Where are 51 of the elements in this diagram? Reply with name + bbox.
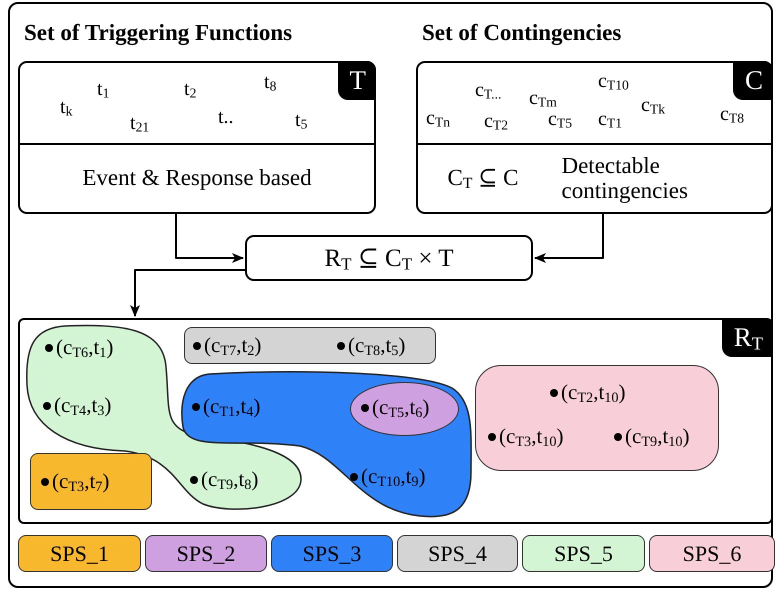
panel-text: Detectable contingencies: [561, 154, 689, 203]
pair-text: (c$_{T7}$,t$_{2}$): [204, 333, 262, 358]
connector-arrow: [130, 269, 245, 317]
set-element: c$_{T8}$: [720, 104, 744, 124]
legend-key: SPS_5: [522, 535, 645, 572]
set-element: c$_{T5}$: [548, 109, 572, 129]
connector-arrow: [534, 214, 604, 263]
set-element: t..: [218, 107, 234, 127]
pair-text: (c$_{T1}$,t$_{4}$): [203, 394, 260, 419]
panel-tab: T: [338, 61, 376, 100]
set-element: c$_{T10}$: [598, 71, 629, 91]
relation-box: [245, 235, 533, 281]
set-element: t$_{1}$: [97, 79, 110, 99]
set-element: t$_{k}$: [60, 97, 72, 117]
legend-key: SPS_3: [271, 535, 393, 572]
set-element: t$_{21}$: [130, 113, 150, 133]
set-element: c$_{Tm}$: [529, 88, 557, 108]
legend-key: SPS_6: [649, 535, 775, 572]
pair-text: (c$_{T2}$,t$_{10}$): [561, 380, 626, 405]
pair-text: (c$_{T9}$,t$_{8}$): [201, 467, 258, 492]
connector-arrow: [175, 214, 244, 263]
set-element: c$_{T...}$: [475, 80, 502, 100]
pair-text: (c$_{T9}$,t$_{10}$): [625, 424, 690, 449]
pair-text: (c$_{T4}$,t$_{3}$): [54, 393, 112, 418]
pair-text: (c$_{T5}$,t$_{6}$): [372, 395, 430, 420]
relation-text: R$_{T}$ ⊆ C$_{T}$ × T: [324, 244, 454, 273]
panel-tab: C: [732, 61, 773, 100]
relation-panel: [18, 318, 773, 524]
pair-text: (c$_{T3}$,t$_{10}$): [499, 424, 564, 449]
panel-tab: R$_{T}$: [722, 318, 773, 358]
set-element: c$_{T1}$: [598, 109, 622, 129]
set-element: c$_{Tn}$: [426, 108, 450, 128]
set-element: t$_{8}$: [264, 72, 276, 92]
panel-heading: Set of Contingencies: [422, 20, 622, 46]
set-element: t$_{5}$: [295, 110, 308, 130]
group-region: [30, 453, 152, 510]
set-element: c$_{T2}$: [484, 111, 508, 131]
pair-text: (c$_{T3}$,t$_{7}$): [52, 469, 110, 494]
set-element: t$_{2}$: [184, 79, 196, 99]
legend-key: SPS_2: [145, 535, 267, 572]
pair-text: (c$_{T10}$,t$_{9}$): [361, 464, 426, 489]
panel-text: Event & Response based: [82, 166, 312, 191]
group-region: [184, 327, 436, 364]
pair-text: (c$_{T6}$,t$_{1}$): [56, 335, 114, 360]
pair-text: (c$_{T8}$,t$_{5}$): [348, 333, 406, 358]
legend-key: SPS_4: [397, 535, 518, 572]
group-region: [475, 365, 719, 471]
panel-text: C$_{T}$ ⊆ C: [447, 166, 518, 191]
legend-key: SPS_1: [18, 535, 141, 572]
panel-heading: Set of Triggering Functions: [24, 20, 292, 46]
set-element: c$_{Tk}$: [641, 95, 665, 115]
